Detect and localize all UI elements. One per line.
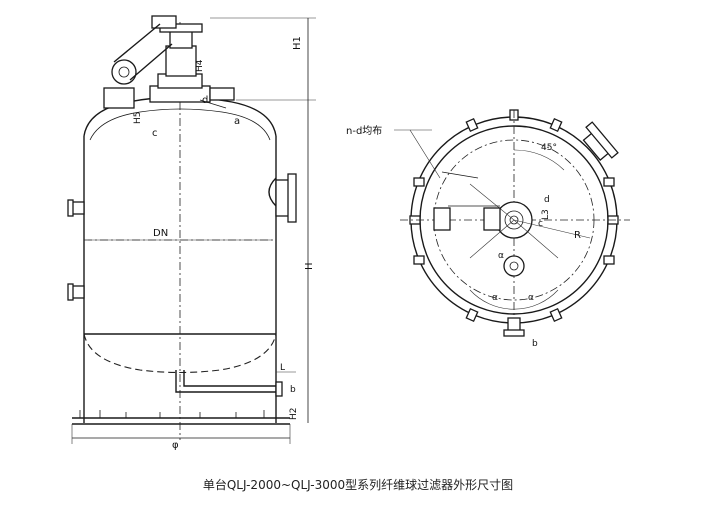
lower-nozzle: [503, 255, 525, 277]
drawing-caption: 单台QLJ-2000~QLJ-3000型系列纤维球过滤器外形尺寸图: [202, 478, 514, 492]
top-inlet-piping: [103, 15, 235, 109]
bottom-drain-pipe: [175, 370, 283, 397]
radius-label: R: [574, 230, 581, 241]
alpha-label-center: α: [498, 251, 504, 261]
L-label: L: [280, 363, 285, 373]
plan-side-nozzle: [433, 207, 451, 231]
h1-label: H1: [292, 36, 303, 50]
c-label: c: [152, 128, 158, 139]
b-label-plan: b: [532, 339, 538, 349]
left-nozzle-lower: [67, 283, 85, 301]
angle-45-label: 45°: [541, 143, 557, 153]
bolt-lugs: [409, 109, 619, 323]
a-label-front: a: [234, 116, 240, 127]
b-label-front: b: [290, 385, 296, 395]
n-d-bolt-label: n-d均布: [346, 125, 382, 137]
front-elevation-view: DN: [67, 15, 316, 451]
plan-view: 45° α α α R d L3 c b n-d均布: [346, 109, 630, 349]
h-label: H: [304, 262, 315, 270]
left-nozzle-upper: [67, 199, 85, 217]
h4-label: H4: [195, 59, 205, 72]
d-label-plan: d: [544, 195, 550, 205]
alpha-label-right: α: [528, 293, 534, 303]
vessel-bottom-head: [83, 333, 277, 374]
phi-label: φ: [172, 440, 179, 451]
alpha-label-left: α: [492, 293, 498, 303]
manhole-nozzle: [268, 173, 297, 223]
l3-label: L3: [541, 209, 551, 220]
h2-label: H2: [289, 408, 299, 421]
h5-label: H5: [133, 112, 143, 125]
plan-manhole: [582, 121, 619, 162]
c-label-plan: c: [538, 219, 543, 229]
dn-label: DN: [153, 228, 168, 239]
d-label-front: d: [202, 95, 208, 106]
